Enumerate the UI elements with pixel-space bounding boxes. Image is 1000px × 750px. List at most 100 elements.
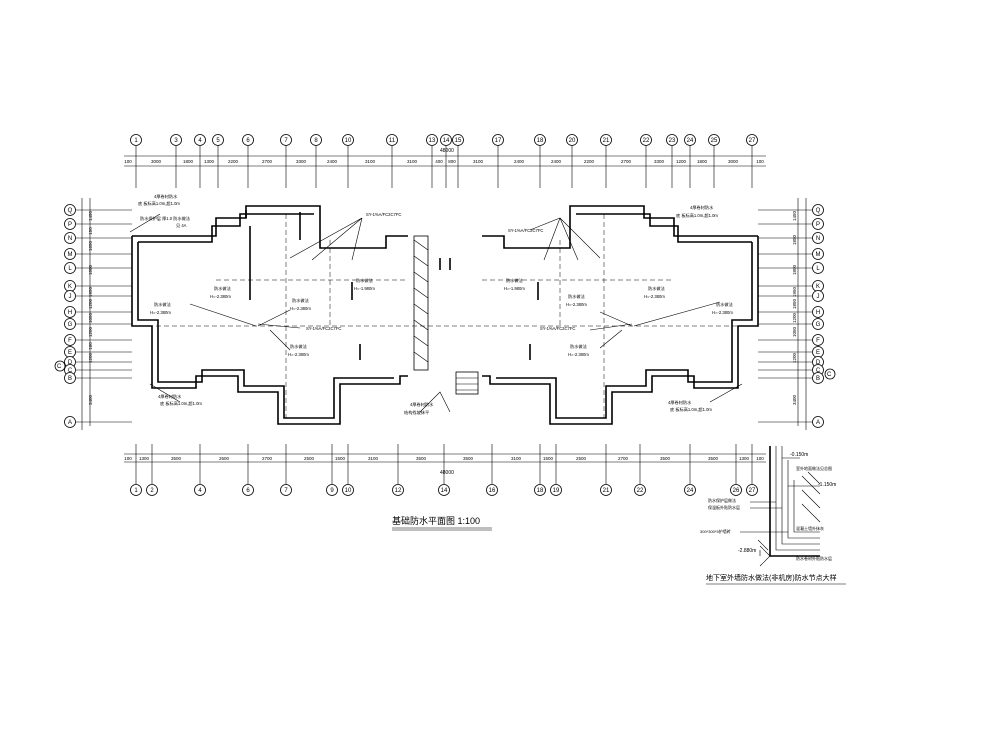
right-dimension: 1200 bbox=[792, 312, 797, 323]
axis-top-bubble-label: 21 bbox=[603, 138, 610, 144]
side-marker-left: C bbox=[57, 364, 62, 370]
lvl7-label: 防水做法 bbox=[648, 285, 665, 292]
axis-top-bubble: 27 bbox=[746, 134, 758, 146]
building-walls bbox=[131, 205, 759, 425]
axis-top-bubble: 21 bbox=[600, 134, 612, 146]
axis-bottom-bubble-label: 12 bbox=[395, 488, 402, 494]
lvl9-label: 防水做法 bbox=[290, 343, 307, 350]
bottom-dimension: 2500 bbox=[304, 456, 315, 461]
lvl5-value: H=-1.980m bbox=[504, 286, 525, 291]
axis-bottom-bubble-label: 22 bbox=[637, 488, 644, 494]
axis-left-bubble-label: M bbox=[68, 252, 73, 258]
note-tl4: 见 4A bbox=[176, 223, 187, 229]
axis-top-bubble: 8 bbox=[310, 134, 322, 146]
note-c-midright: SY-1%A/FC2C7FC bbox=[540, 326, 575, 331]
note-c-right: SY-1%A/FC2C7FC bbox=[508, 228, 543, 233]
right-axis: QPNMLKJHGFEDCBA1450185018001950185012001… bbox=[758, 198, 824, 430]
axis-left-bubble-label: D bbox=[68, 360, 73, 366]
bottom-dimension: 3500 bbox=[171, 456, 182, 461]
top-dimension: 2200 bbox=[584, 159, 595, 164]
note-tr2: 底 板标高1.0m,超1.0m bbox=[676, 212, 718, 219]
top-dimension: 400 bbox=[435, 159, 443, 164]
axis-bottom-bubble-label: 18 bbox=[537, 488, 544, 494]
bottom-dimension: 3100 bbox=[368, 456, 379, 461]
top-dimension: 3100 bbox=[473, 159, 484, 164]
axis-right-bubble-label: B bbox=[816, 376, 820, 382]
top-dimension: 3000 bbox=[151, 159, 162, 164]
axis-right-bubble-label: E bbox=[816, 350, 820, 356]
lvl2-value: H=-2.380m bbox=[150, 310, 171, 315]
note-bl1: 4厚卷材防水 bbox=[158, 393, 182, 400]
lvl6-label: 防水做法 bbox=[568, 293, 585, 300]
axis-bottom-bubble: 1 bbox=[130, 484, 142, 496]
lvl4-label: 防水做法 bbox=[356, 277, 373, 284]
axis-top-bubble: 18 bbox=[534, 134, 546, 146]
leader-lines bbox=[129, 213, 743, 413]
axis-bottom-bubble-label: 9 bbox=[330, 488, 334, 494]
axis-top-bubble-label: 1 bbox=[134, 138, 138, 144]
axis-top-bubble: 7 bbox=[280, 134, 292, 146]
axis-left-bubble-label: Q bbox=[68, 208, 73, 214]
axis-right-bubble-label: K bbox=[816, 284, 820, 290]
axis-top-bubble-label: 24 bbox=[687, 138, 694, 144]
top-dimension: 2400 bbox=[327, 159, 338, 164]
top-dimension: 3300 bbox=[296, 159, 307, 164]
top-dimension: 3300 bbox=[654, 159, 665, 164]
note-tl3: 防水保护层 厚1.0 防水做法 bbox=[140, 215, 190, 222]
bottom-dimension: 1500 bbox=[543, 456, 554, 461]
axis-bottom-bubble-label: 26 bbox=[733, 488, 740, 494]
detail-note2: 防水保护层做法 bbox=[708, 497, 736, 503]
axis-left-bubble: F bbox=[64, 334, 76, 346]
axis-bottom-bubble: 10 bbox=[342, 484, 354, 496]
axis-left-bubble-label: J bbox=[69, 294, 72, 300]
left-dimension: 1050 bbox=[88, 312, 93, 323]
note-bc1: 4厚卷材防水 bbox=[410, 401, 434, 408]
axis-top-bubble: 25 bbox=[708, 134, 720, 146]
bottom-dimension: 2600 bbox=[219, 456, 230, 461]
lvl1-label: 防水做法 bbox=[214, 285, 231, 292]
right-dimension: 1200 bbox=[792, 352, 797, 363]
axis-left-bubble-label: E bbox=[68, 350, 72, 356]
top-dimension: 1300 bbox=[204, 159, 215, 164]
right-dimension: 1950 bbox=[792, 286, 797, 297]
left-dimension: 3400 bbox=[88, 394, 93, 405]
axis-bottom-bubble-label: 6 bbox=[246, 488, 250, 494]
axis-bottom-bubble: 2 bbox=[146, 484, 158, 496]
axis-bottom-bubble-label: 16 bbox=[489, 488, 496, 494]
axis-left-bubble: H bbox=[64, 306, 76, 318]
left-dimension: 1650 bbox=[88, 240, 93, 251]
axis-left-bubble: E bbox=[64, 346, 76, 358]
axis-bottom-bubble: 9 bbox=[326, 484, 338, 496]
axis-bottom-bubble: 24 bbox=[684, 484, 696, 496]
axis-right-bubble-label: H bbox=[816, 310, 820, 316]
axis-top-bubble-label: 23 bbox=[669, 138, 676, 144]
top-dimension: 2400 bbox=[514, 159, 525, 164]
axis-right-bubble: D bbox=[812, 356, 824, 368]
bottom-dimension: 3500 bbox=[463, 456, 474, 461]
axis-left-bubble-label: L bbox=[68, 266, 72, 272]
axis-left-bubble-label: B bbox=[68, 376, 72, 382]
bottom-dimension: 2700 bbox=[262, 456, 273, 461]
axis-right-bubble-label: M bbox=[816, 252, 821, 258]
lvl5-label: 防水做法 bbox=[506, 277, 523, 284]
detail-note6: 防水卷材外贴防水层 bbox=[796, 555, 832, 561]
detail-level-mid: -1.150m bbox=[818, 482, 836, 488]
axis-left-bubble: P bbox=[64, 218, 76, 230]
axis-left-bubble-label: N bbox=[68, 236, 72, 242]
total-dim-top: 48000 bbox=[440, 148, 454, 154]
axis-top-bubble-label: 27 bbox=[749, 138, 756, 144]
axis-top-bubble: 10 bbox=[342, 134, 354, 146]
axis-top-bubble: 11 bbox=[386, 134, 398, 146]
axis-top-bubble-label: 11 bbox=[389, 138, 396, 144]
axis-bottom-bubble-label: 7 bbox=[284, 488, 288, 494]
top-dimension: 2700 bbox=[262, 159, 273, 164]
axis-top-bubble-label: 7 bbox=[284, 138, 288, 144]
axis-top-bubble: 4 bbox=[194, 134, 206, 146]
lvl3-label: 防水做法 bbox=[292, 297, 309, 304]
axis-top-bubble-label: 10 bbox=[345, 138, 352, 144]
note-tr1: 4厚卷材防水 bbox=[690, 204, 714, 211]
bottom-dimension: 3100 bbox=[511, 456, 522, 461]
lvl8-value: H=-2.380m bbox=[712, 310, 733, 315]
axis-left-bubble-label: C bbox=[68, 368, 73, 374]
